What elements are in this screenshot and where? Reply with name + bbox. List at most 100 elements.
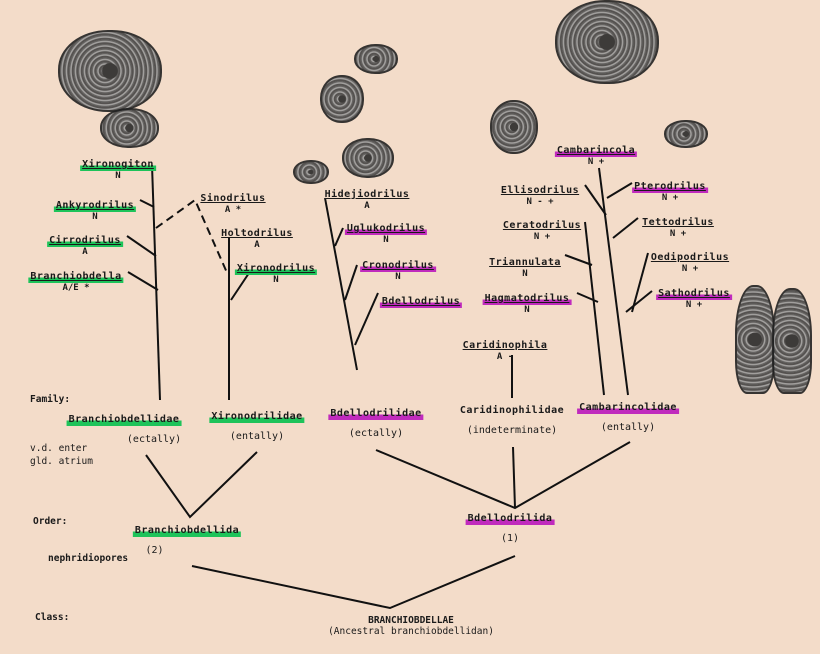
branch-line: [564, 254, 593, 266]
order-branch-line: [145, 451, 258, 519]
genus-name: Oedipodrilus: [650, 252, 730, 263]
genus-name: Sinodrilus: [200, 193, 266, 204]
genus-state: N +: [669, 229, 687, 239]
order-branch-line: [375, 441, 631, 510]
order-bdellodrilida: Bdellodrilida (1): [465, 513, 555, 544]
genus-name: Uglukodrilus: [344, 223, 428, 235]
order-branchiobdellida: Branchiobdellida (2): [132, 525, 242, 556]
branch-line: [625, 290, 653, 313]
genus-state: N: [115, 171, 121, 181]
genus-state: A/E *: [62, 283, 90, 293]
genus-name: Ceratodrilus: [502, 220, 582, 231]
family-state: (indeterminate): [466, 425, 558, 436]
branch-line: [576, 292, 599, 303]
genus-state: N: [92, 212, 98, 222]
specimen-drawing: [320, 75, 364, 123]
specimen-drawing: [354, 44, 398, 74]
genus-state: N - +: [526, 197, 554, 207]
dashed-branch-line: [155, 198, 229, 276]
genus-name: Cirrodrilus: [47, 235, 123, 247]
branch-line: [584, 184, 607, 216]
genus-state: A: [254, 240, 260, 250]
specimen-drawing: [772, 288, 812, 394]
family-cambarincolidae: Cambarincolidae (entally): [577, 402, 679, 433]
branch-line: [606, 182, 633, 199]
genus-name: Triannulata: [489, 257, 561, 268]
order-name: Bdellodrilida: [465, 513, 555, 525]
genus-state: N +: [533, 232, 551, 242]
family-state: (entally): [600, 422, 656, 433]
rank-label-class: Class:: [35, 612, 70, 623]
genus-state: N: [383, 235, 389, 245]
genus-state: A: [364, 201, 370, 211]
genus-name: Bdellodrilus: [379, 296, 463, 308]
genus-state: N +: [587, 157, 605, 167]
family-xironodrilidae: Xironodrilidae (entally): [209, 411, 305, 442]
genus-name: Caridinophila: [462, 340, 548, 351]
order-state: (2): [145, 545, 164, 556]
genus-state: A *: [224, 205, 242, 215]
family-branchiobdellidae: Branchiobdellidae(ectally): [66, 414, 182, 445]
specimen-drawing: [490, 100, 538, 154]
genus-name: Branchiobdella: [28, 271, 124, 283]
genus-state: N +: [661, 193, 679, 203]
family-state: (ectally): [126, 434, 182, 445]
family-name: Xironodrilidae: [209, 411, 305, 423]
genus-name: Tettodrilus: [642, 217, 714, 228]
genus-state: A: [82, 247, 88, 257]
order-state: (1): [500, 533, 520, 544]
branch-line: [631, 252, 649, 313]
family-caridinophilidae: Caridinophilidae(indeterminate): [458, 405, 566, 436]
family-state: (entally): [229, 431, 285, 442]
specimen-drawing: [293, 160, 329, 184]
class-branchiobdellae: BRANCHIOBDELLAE(Ancestral branchiobdelli…: [328, 615, 494, 637]
genus-state: N: [395, 272, 401, 282]
branch-line: [334, 227, 344, 247]
branch-line: [598, 167, 629, 396]
family-name: Bdellodrilidae: [328, 408, 424, 420]
rank-label-order: Order:: [33, 516, 68, 527]
genus-name: Cambarincola: [554, 145, 638, 157]
character-label-gld: gld. atrium: [30, 456, 93, 467]
genus-name: Cronodrilus: [360, 260, 436, 272]
genus-name: Hagmatodrilus: [482, 293, 572, 305]
character-label-vd: v.d. enter: [30, 443, 88, 454]
genus-name: Holtodrilus: [221, 228, 293, 239]
specimen-drawing: [58, 30, 162, 112]
order-name: Branchiobdellida: [132, 525, 242, 537]
family-bdellodrilidae: Bdellodrilidae (ectally): [328, 408, 424, 439]
specimen-drawing: [100, 108, 159, 148]
order-branch-line: [512, 446, 516, 509]
branch-line: [612, 217, 639, 239]
family-state: (ectally): [348, 428, 404, 439]
genus-state: N: [522, 269, 528, 279]
class-note: (Ancestral branchiobdellidan): [328, 626, 494, 637]
genus-state: N: [273, 275, 279, 285]
character-label-nephridiopores: nephridiopores: [48, 553, 129, 564]
branch-line: [230, 272, 250, 301]
family-name: Cambarincolidae: [577, 402, 679, 414]
genus-name: Xironogiton: [80, 159, 156, 171]
genus-bdellodrilus: Bdellodrilus: [379, 289, 463, 308]
genus-name: Xironodrilus: [234, 263, 318, 275]
specimen-drawing: [342, 138, 394, 178]
